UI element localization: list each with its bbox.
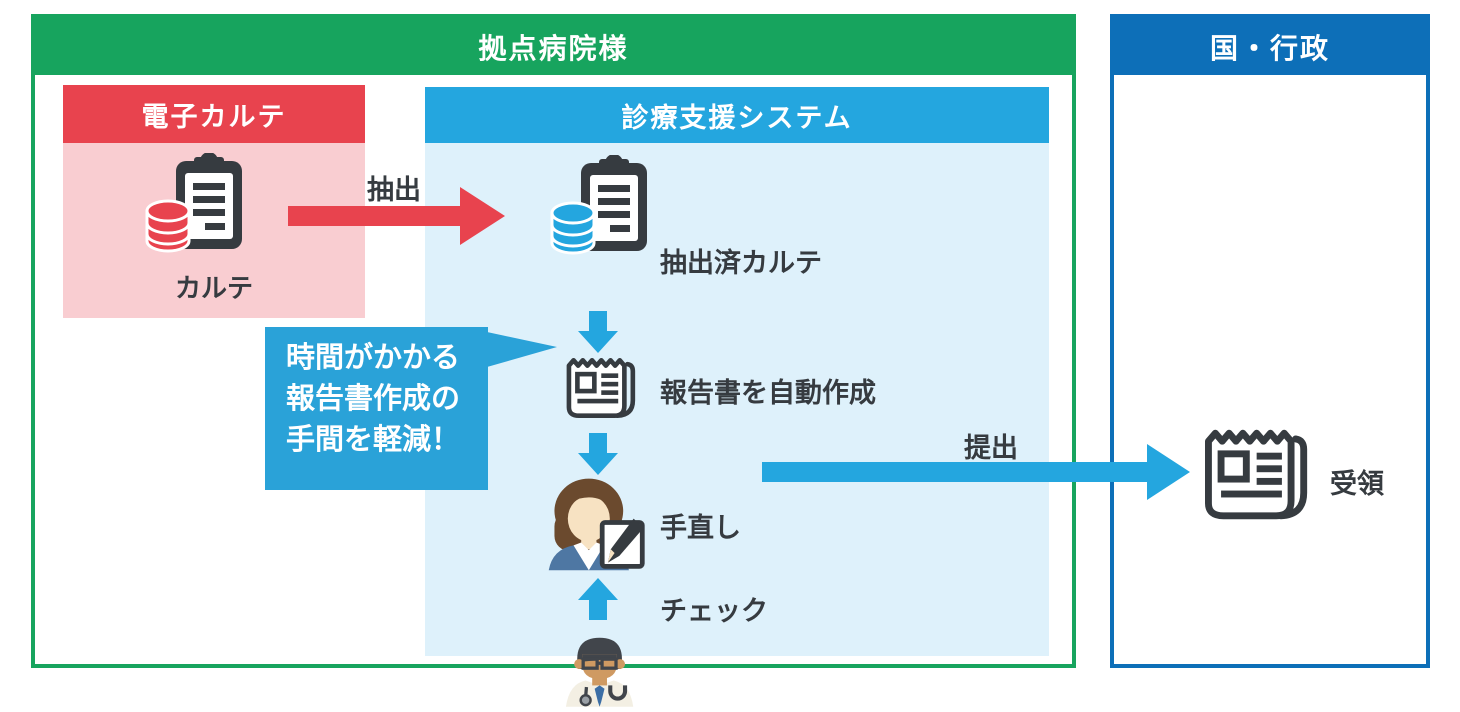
callout-line-2: 報告書作成の (286, 383, 461, 415)
callout-line-1: 時間がかかる (286, 342, 461, 374)
flow-down-arrow-icon (578, 311, 618, 353)
report-document-icon (566, 357, 636, 419)
step-label-check: チェック (660, 596, 768, 626)
system-box-body: 抽出済カルテ 報告書を自動作成 (425, 143, 1049, 707)
emr-box: 電子カルテ カルテ (63, 85, 365, 318)
hospital-panel: 拠点病院様 電子カルテ カルテ 抽出 (31, 14, 1076, 707)
worker-editing-icon (548, 478, 645, 571)
system-box-title: 診療支援システム (425, 87, 1049, 143)
step-label-auto-report: 報告書を自動作成 (660, 378, 876, 408)
submit-arrow-label: 提出 (964, 433, 1018, 463)
emr-caption: カルテ (174, 273, 253, 303)
government-panel: 国・行政 受領 (1110, 14, 1430, 668)
blue-right-arrow-icon (762, 444, 1190, 500)
emr-box-title: 電子カルテ (63, 85, 365, 143)
system-box: 診療支援システム 抽出済カルテ (425, 87, 1049, 707)
step-label-revise: 手直し (660, 513, 741, 543)
flow-down-arrow-icon (578, 433, 618, 475)
callout-bubble: 時間がかかる 報告書作成の 手間を軽減！ (265, 327, 488, 490)
government-panel-title: 国・行政 (1114, 18, 1426, 75)
doctor-icon (565, 637, 634, 707)
step-label-extracted-chart: 抽出済カルテ (660, 248, 822, 278)
hospital-panel-title: 拠点病院様 (35, 18, 1072, 75)
check-up-arrow-icon (578, 578, 618, 620)
clipboard-database-icon (145, 153, 242, 253)
report-document-icon (1205, 429, 1308, 520)
callout-line-3: 手間を軽減！ (286, 424, 461, 456)
clipboard-database-icon (550, 155, 647, 255)
emr-box-body: カルテ (63, 143, 365, 318)
receive-label: 受領 (1330, 469, 1384, 499)
red-right-arrow-icon (288, 187, 505, 245)
callout-pointer-icon (487, 332, 557, 367)
extract-arrow-label: 抽出 (367, 175, 421, 205)
